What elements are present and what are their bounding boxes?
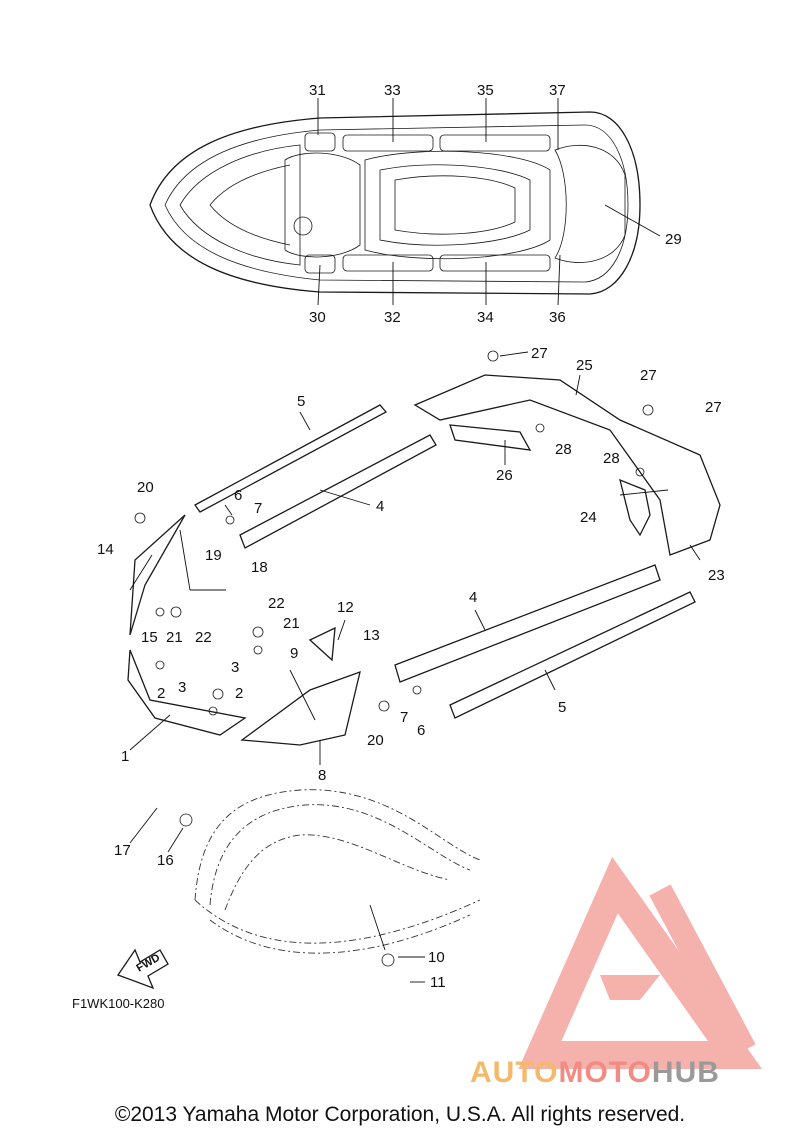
callout-7a: 7: [254, 500, 262, 517]
hull-top-view: [149, 111, 641, 295]
callout-9: 9: [290, 645, 298, 662]
callout-27b: 27: [640, 367, 657, 384]
callout-17: 17: [114, 842, 131, 859]
callout-3b: 3: [178, 679, 186, 696]
callout-29: 29: [665, 231, 682, 248]
callout-33: 33: [384, 82, 401, 99]
callout-10: 10: [428, 949, 445, 966]
watermark-text: AUTOMOTOHUB: [470, 1056, 720, 1090]
watermark-logo: [518, 856, 763, 1069]
callout-22b: 22: [268, 595, 285, 612]
callout-27a: 27: [531, 345, 548, 362]
rub-rails: [194, 404, 696, 719]
callout-6a: 6: [234, 487, 242, 504]
callout-2b: 2: [235, 685, 243, 702]
callout-28a: 28: [555, 441, 572, 458]
watermark-part1: AUTO: [470, 1056, 559, 1089]
callout-7b: 7: [400, 709, 408, 726]
callout-2a: 2: [157, 685, 165, 702]
callout-20b: 20: [367, 732, 384, 749]
callout-13: 13: [363, 627, 380, 644]
fwd-arrow: FWD: [116, 948, 169, 990]
callout-26: 26: [496, 467, 513, 484]
callout-11: 11: [430, 974, 446, 991]
callout-30: 30: [309, 309, 326, 326]
callout-1: 1: [121, 748, 129, 765]
callout-36: 36: [549, 309, 566, 326]
callout-27c: 27: [705, 399, 722, 416]
hull-underside: [194, 789, 481, 954]
watermark-part2: MOTO: [558, 1056, 652, 1089]
copyright-footer: ©2013 Yamaha Motor Corporation, U.S.A. A…: [114, 1103, 686, 1126]
callout-4b: 4: [469, 589, 477, 606]
callout-32: 32: [384, 309, 401, 326]
callout-4a: 4: [376, 498, 384, 515]
callout-12: 12: [337, 599, 354, 616]
callout-19: 19: [205, 547, 222, 564]
callout-31: 31: [309, 82, 326, 99]
callout-28b: 28: [603, 450, 620, 467]
callout-35: 35: [477, 82, 494, 99]
callout-15: 15: [141, 629, 158, 646]
callout-5a: 5: [297, 393, 305, 410]
callout-16: 16: [157, 852, 174, 869]
callout-14: 14: [97, 541, 114, 558]
callout-20a: 20: [137, 479, 154, 496]
callout-23: 23: [708, 567, 725, 584]
callout-24: 24: [580, 509, 597, 526]
callout-6b: 6: [417, 722, 425, 739]
callout-34: 34: [477, 309, 494, 326]
callout-25: 25: [576, 357, 593, 374]
callout-22a: 22: [195, 629, 212, 646]
callout-18: 18: [251, 559, 268, 576]
leader-lines: [129, 98, 701, 983]
watermark-part3: HUB: [651, 1056, 720, 1089]
callout-21b: 21: [283, 615, 300, 632]
callout-5b: 5: [558, 699, 566, 716]
callout-3a: 3: [231, 659, 239, 676]
callout-21a: 21: [166, 629, 183, 646]
fasteners: [134, 350, 654, 967]
callout-labels: 31 33 35 37 29 30 32 34 36 27 25 27 27 5…: [97, 82, 725, 991]
fwd-label: FWD: [135, 952, 163, 975]
drawing-code: F1WK100-K280: [72, 996, 165, 1011]
callout-8: 8: [318, 767, 326, 784]
callout-37: 37: [549, 82, 566, 99]
